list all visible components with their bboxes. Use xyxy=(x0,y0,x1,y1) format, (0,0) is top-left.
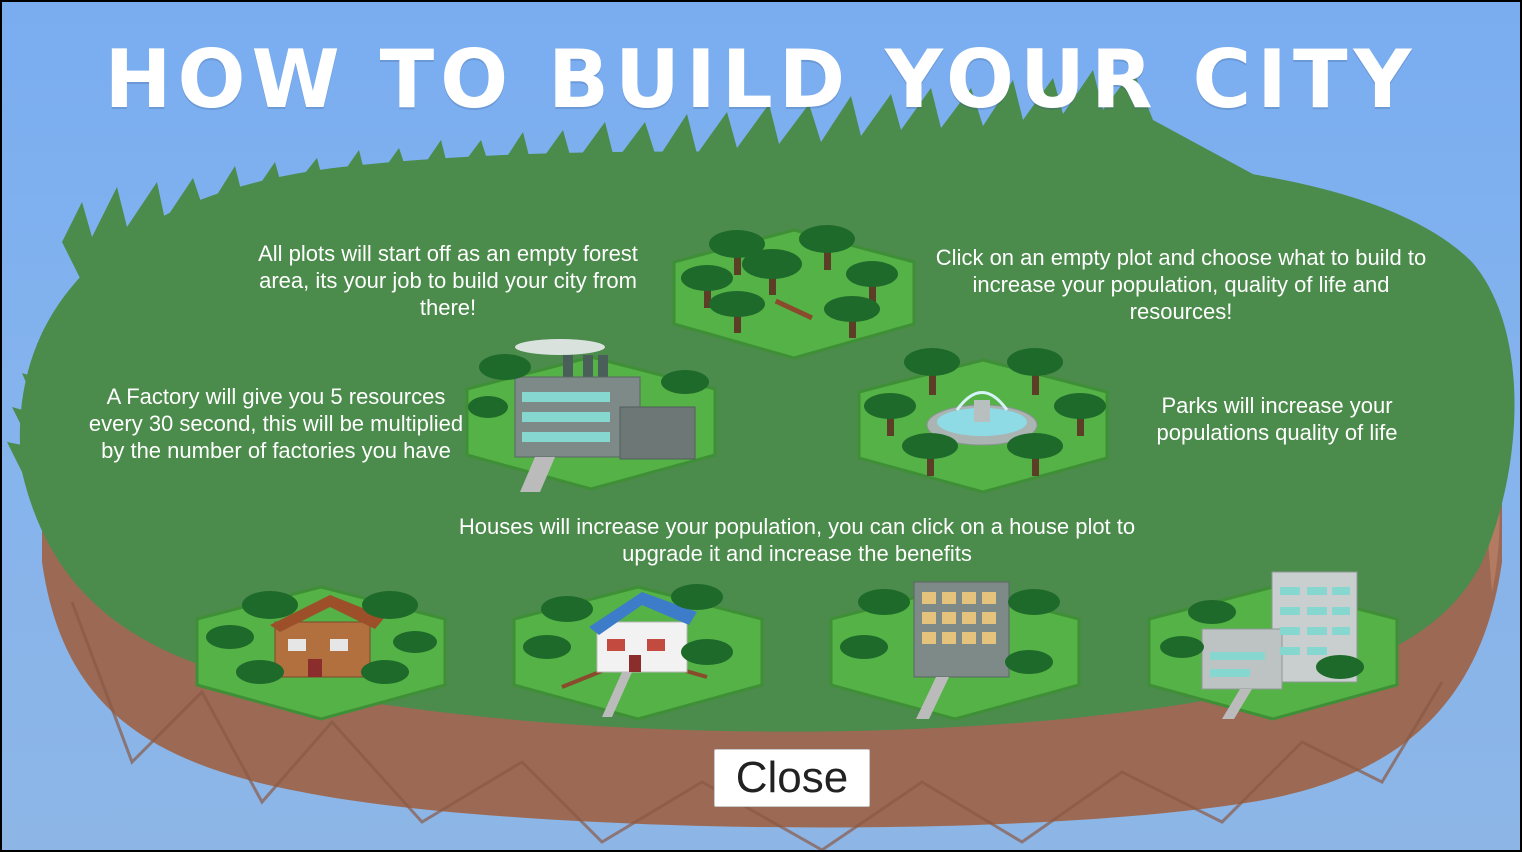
house-icon xyxy=(512,584,764,721)
close-button[interactable]: Close xyxy=(714,749,870,807)
factory-plot-icon xyxy=(465,339,717,492)
park-plot-icon xyxy=(857,348,1109,494)
click-info-text: Click on an empty plot and choose what t… xyxy=(935,245,1427,324)
office-tower-icon xyxy=(1147,571,1399,721)
forest-info-text: All plots will start off as an empty for… xyxy=(258,241,638,320)
apartment-icon xyxy=(829,581,1081,721)
houses-info-text: Houses will increase your population, yo… xyxy=(458,514,1136,566)
cabin-house-icon xyxy=(195,585,447,721)
parks-info-text: Parks will increase your populations qua… xyxy=(1156,393,1398,445)
page-title: HOW TO BUILD YOUR CITY xyxy=(104,33,1418,126)
factory-info-text: A Factory will give you 5 resources ever… xyxy=(88,384,464,463)
forest-plot-icon xyxy=(672,225,916,360)
